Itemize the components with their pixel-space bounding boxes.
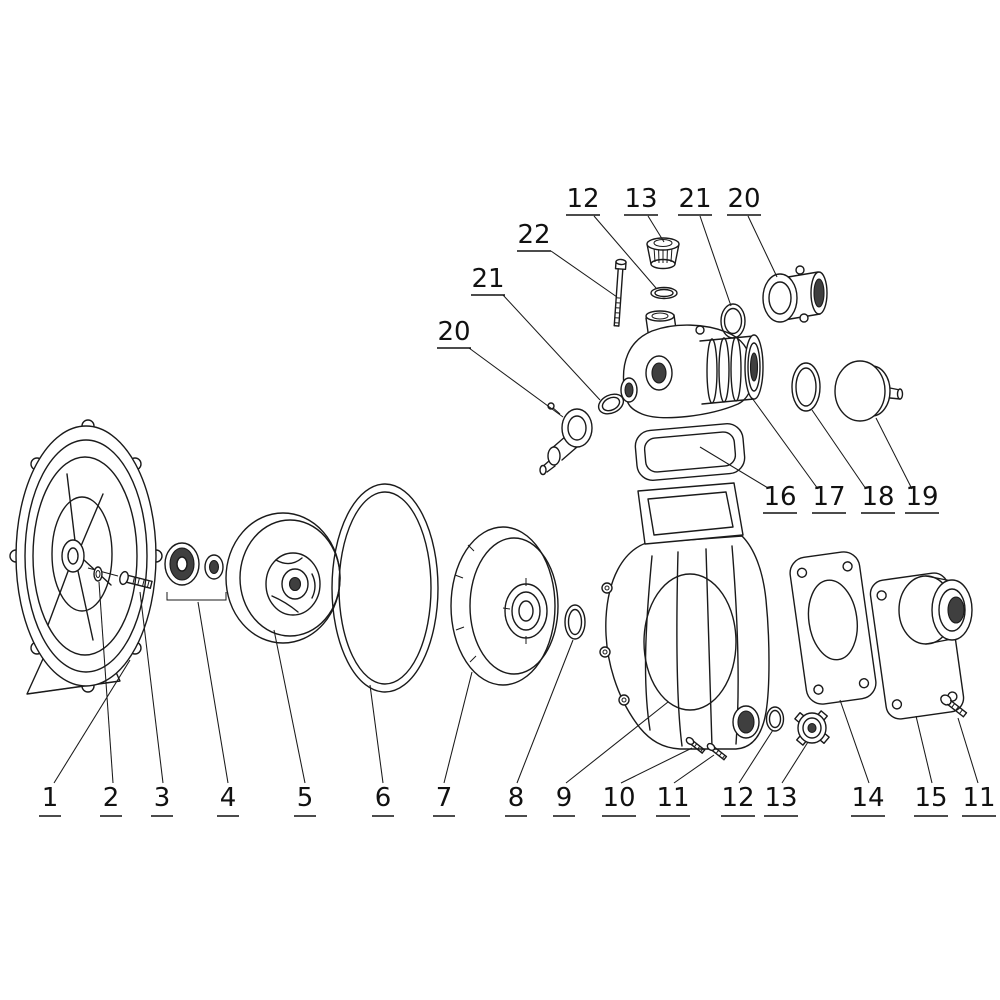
part-19-end-cap bbox=[834, 360, 904, 422]
part-6-gasket-ring bbox=[331, 483, 439, 693]
part-13-filler-cap bbox=[646, 237, 680, 270]
leader-9 bbox=[565, 701, 669, 784]
leader-2 bbox=[98, 581, 114, 784]
part-18-o-ring bbox=[791, 362, 821, 412]
leader-10 bbox=[620, 747, 693, 784]
leader-22 bbox=[550, 250, 618, 298]
leader-18 bbox=[811, 409, 867, 490]
callout-label: 18 bbox=[861, 482, 894, 512]
leader-12-top bbox=[593, 215, 657, 289]
part-1-rear-casing bbox=[9, 419, 163, 695]
callout-label: 14 bbox=[851, 783, 884, 813]
part-21-o-ring-top bbox=[720, 303, 746, 339]
callout-label: 21 bbox=[471, 264, 504, 294]
callout-labels: 12 13 21 20 22 21 20 16 17 18 19 1 2 3 4… bbox=[39, 184, 996, 817]
callout-label: 11 bbox=[962, 783, 995, 813]
callout-label: 5 bbox=[297, 783, 314, 813]
leader-4 bbox=[197, 601, 229, 784]
part-20-hose-connector-right bbox=[762, 265, 828, 323]
callout-label: 19 bbox=[905, 482, 938, 512]
leader-17 bbox=[751, 397, 819, 490]
tank-body bbox=[620, 310, 764, 419]
leader-5 bbox=[273, 629, 306, 784]
part-10-bolt bbox=[685, 736, 706, 754]
callout-label: 2 bbox=[103, 783, 120, 813]
part-2-washer bbox=[93, 566, 103, 582]
callout-label: 12 bbox=[721, 783, 754, 813]
part-4-bracket bbox=[166, 592, 227, 601]
leader-12-bottom bbox=[738, 729, 774, 784]
callout-label: 17 bbox=[812, 482, 845, 512]
leader-7 bbox=[443, 671, 473, 784]
callout-label: 1 bbox=[42, 783, 59, 813]
callout-label: 12 bbox=[566, 184, 599, 214]
part-7-diffuser bbox=[450, 526, 559, 686]
leader-lines bbox=[53, 215, 979, 784]
leader-11 bbox=[673, 754, 715, 784]
callout-label: 7 bbox=[436, 783, 453, 813]
callout-label: 13 bbox=[764, 783, 797, 813]
part-15-end-cover bbox=[869, 572, 973, 720]
leader-11-right bbox=[957, 717, 979, 784]
leader-13-bottom bbox=[781, 741, 809, 784]
callout-label: 11 bbox=[656, 783, 689, 813]
part-21-o-ring-left bbox=[597, 393, 625, 415]
part-20-hose-connector-left bbox=[539, 402, 593, 476]
part-12-o-ring-bottom bbox=[765, 706, 785, 732]
leader-13-top bbox=[647, 215, 665, 243]
leader-6 bbox=[369, 684, 384, 784]
leader-3 bbox=[139, 591, 164, 784]
callout-label: 21 bbox=[678, 184, 711, 214]
callout-label: 6 bbox=[375, 783, 392, 813]
callout-label: 15 bbox=[914, 783, 947, 813]
callout-label: 16 bbox=[763, 482, 796, 512]
part-9-pump-body bbox=[599, 482, 770, 750]
part-5-impeller bbox=[225, 512, 341, 644]
part-13-drain-plug bbox=[794, 710, 830, 746]
callout-label: 22 bbox=[517, 220, 550, 250]
leader-1 bbox=[53, 659, 131, 784]
callout-label: 4 bbox=[220, 783, 237, 813]
part-16-tank-gasket bbox=[634, 423, 746, 481]
part-22-long-bolt bbox=[613, 258, 627, 327]
callout-label: 10 bbox=[602, 783, 635, 813]
callout-label: 20 bbox=[437, 317, 470, 347]
leader-20-top bbox=[747, 215, 778, 278]
part-8-o-ring bbox=[564, 604, 586, 640]
callout-label: 8 bbox=[508, 783, 525, 813]
callout-label: 3 bbox=[154, 783, 171, 813]
part-3-bolt bbox=[119, 570, 153, 589]
leader-20-left bbox=[468, 347, 564, 418]
leader-15 bbox=[915, 715, 933, 784]
leader-21-top bbox=[699, 215, 732, 307]
leader-8 bbox=[516, 639, 574, 784]
part-12-o-ring-top bbox=[650, 286, 678, 300]
leader-21-left bbox=[502, 294, 601, 401]
part-11-bolt-bottom bbox=[706, 742, 728, 761]
leader-19 bbox=[875, 417, 913, 490]
leader-14 bbox=[839, 699, 870, 784]
part-4-seal-assembly bbox=[164, 542, 227, 601]
part-17-suction-port bbox=[699, 334, 764, 405]
callout-label: 20 bbox=[727, 184, 760, 214]
callout-label: 13 bbox=[624, 184, 657, 214]
leader-16 bbox=[699, 446, 769, 489]
callout-label: 9 bbox=[556, 783, 573, 813]
part-14-gasket-plate bbox=[789, 551, 877, 705]
part-11-bolt-right bbox=[940, 694, 968, 718]
